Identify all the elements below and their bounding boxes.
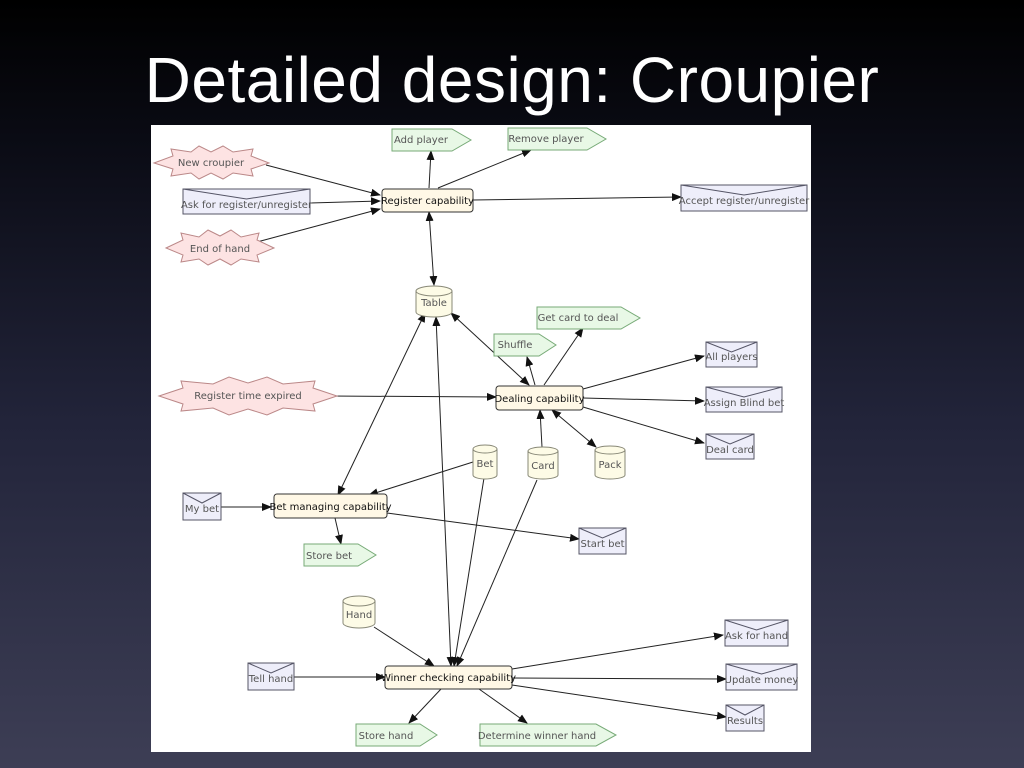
message-all-players-label: All players [705,352,757,363]
action-determine-winner-hand[interactable]: Determine winner hand [478,723,618,747]
data-table-label: Table [420,298,447,309]
data-card-label: Card [531,461,554,472]
edge-winner-determine [478,688,528,724]
capability-dealing[interactable]: Dealing capability [494,385,585,411]
edge-table-bet-managing [337,312,426,496]
data-hand-label: Hand [346,610,372,621]
action-determine-winner-hand-label: Determine winner hand [478,731,596,742]
edge-register-time-dealing [328,392,497,401]
data-hand[interactable]: Hand [342,595,376,629]
message-deal-card-label: Deal card [706,445,754,456]
data-pack-label: Pack [599,460,622,471]
capability-register[interactable]: Register capability [381,188,474,213]
message-assign-blind-bet-label: Assign Blind bet [704,398,785,409]
data-card[interactable]: Card [527,446,559,480]
event-new-croupier-label: New croupier [178,158,245,169]
capability-winner-checking[interactable]: Winner checking capability [381,665,516,690]
data-bet[interactable]: Bet [472,444,498,480]
edge-winner-update-money [511,674,727,683]
action-add-player[interactable]: Add player [391,128,472,152]
message-ask-register[interactable]: Ask for register/unregister [181,188,313,215]
message-update-money-label: Update money [725,675,799,686]
message-start-bet-label: Start bet [580,539,624,550]
message-start-bet[interactable]: Start bet [578,527,627,555]
edge-dealing-blind-bet [582,396,705,405]
capability-dealing-label: Dealing capability [494,394,584,405]
edge-pack-dealing [551,409,597,448]
edge-ask-register-register [309,197,381,206]
data-table[interactable]: Table [415,285,453,318]
action-get-card-to-deal-label: Get card to deal [538,313,619,324]
action-remove-player-label: Remove player [508,134,584,145]
action-store-bet[interactable]: Store bet [303,543,377,567]
edge-dealing-deal-card [582,406,705,445]
edge-bet-winner-checking [451,477,485,667]
message-tell-hand-label: Tell hand [248,674,293,685]
message-my-bet-label: My bet [185,504,219,515]
action-store-bet-label: Store bet [306,551,352,562]
edge-register-table [425,211,438,286]
message-ask-register-label: Ask for register/unregister [181,200,313,211]
edge-dealing-get-card [543,327,584,386]
edge-table-dealing [450,312,530,386]
message-accept-register[interactable]: Accept register/unregister [679,184,810,212]
edge-table-winner-checking [432,316,455,667]
capability-bet-managing-label: Bet managing capability [269,502,391,513]
diagram-canvas: Register capability Dealing capability B… [151,125,811,752]
data-pack[interactable]: Pack [594,445,626,480]
edge-bet-managing-store-bet [334,517,343,545]
slide-title: Detailed design: Croupier [144,44,880,116]
message-deal-card[interactable]: Deal card [705,433,755,460]
action-store-hand[interactable]: Store hand [355,723,438,747]
message-ask-for-hand-label: Ask for hand [725,631,788,642]
message-accept-register-label: Accept register/unregister [679,196,810,207]
message-assign-blind-bet[interactable]: Assign Blind bet [704,386,785,413]
edge-winner-store-hand [408,688,442,724]
edge-card-winner-checking [456,479,538,667]
event-new-croupier[interactable]: New croupier [152,145,271,180]
data-bet-label: Bet [477,459,494,470]
message-tell-hand[interactable]: Tell hand [247,662,295,691]
event-end-of-hand[interactable]: End of hand [164,229,276,266]
action-get-card-to-deal[interactable]: Get card to deal [536,306,641,330]
action-shuffle[interactable]: Shuffle [493,333,557,357]
edge-dealing-all-players [582,354,705,390]
edge-bet-bet-managing [368,461,474,497]
edge-register-add-player [426,150,435,189]
edge-new-croupier-register [265,164,381,197]
diagram-edges [221,149,727,724]
message-results-label: Results [727,716,763,727]
capability-winner-checking-label: Winner checking capability [381,673,516,684]
action-add-player-label: Add player [394,135,449,146]
event-end-of-hand-label: End of hand [190,244,250,255]
message-results[interactable]: Results [725,704,765,732]
action-shuffle-label: Shuffle [498,340,533,351]
capability-bet-managing[interactable]: Bet managing capability [269,493,392,519]
message-my-bet[interactable]: My bet [182,492,222,521]
edge-bet-managing-start-bet [386,512,580,542]
message-ask-for-hand[interactable]: Ask for hand [724,619,789,647]
edge-card-dealing [536,409,545,448]
message-update-money[interactable]: Update money [725,663,799,691]
event-register-time-expired[interactable]: Register time expired [157,376,339,416]
edge-register-remove-player [437,149,532,189]
edge-hand-winner-checking [373,626,435,667]
capability-register-label: Register capability [381,196,474,207]
message-all-players[interactable]: All players [705,341,758,368]
action-store-hand-label: Store hand [359,731,414,742]
edge-winner-results [511,684,727,720]
edge-winner-ask-for-hand [511,632,724,670]
edge-register-accept [472,193,682,202]
croupier-diagram: Register capability Dealing capability B… [152,127,810,747]
event-register-time-expired-label: Register time expired [194,391,302,402]
edge-end-of-hand-register [256,207,381,243]
edge-dealing-shuffle [525,356,536,386]
action-remove-player[interactable]: Remove player [507,127,607,151]
